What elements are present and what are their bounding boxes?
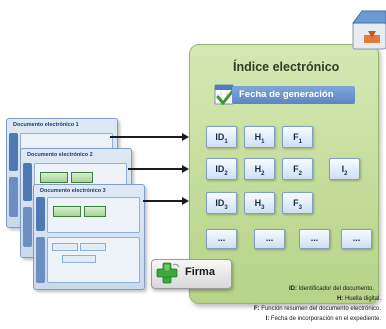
document-content-block bbox=[53, 206, 81, 217]
index-cell-i-2: I2 bbox=[329, 158, 360, 180]
calendar-check-icon bbox=[214, 82, 237, 106]
document-side-tab bbox=[36, 197, 45, 231]
document-side-tab bbox=[23, 207, 32, 247]
document-side-tab bbox=[9, 177, 18, 217]
index-cell-id-1: ID1 bbox=[206, 126, 237, 148]
index-cell-id-3: ID3 bbox=[206, 192, 237, 214]
index-cell-f-2: F2 bbox=[282, 158, 313, 180]
document-3: Documento electrónico 3 bbox=[33, 184, 145, 290]
document-metadata-field bbox=[80, 243, 106, 251]
index-cell-h-3: H3 bbox=[244, 192, 275, 214]
index-cell-f-3: F3 bbox=[282, 192, 313, 214]
document-title: Documento electrónico 2 bbox=[27, 152, 93, 158]
document-side-tab bbox=[9, 133, 18, 171]
index-cell-ellipsis: ... bbox=[254, 229, 285, 249]
index-cell-ellipsis: ... bbox=[206, 229, 237, 249]
document-side-tab bbox=[36, 237, 45, 283]
legend-f: F: Función resumen del documento electró… bbox=[253, 306, 381, 312]
document-title: Documento electrónico 1 bbox=[13, 122, 79, 128]
document-side-tab bbox=[23, 163, 32, 201]
document-title: Documento electrónico 3 bbox=[40, 188, 106, 194]
legend-h: H: Huella digital. bbox=[336, 296, 381, 302]
index-cell-id-2: ID2 bbox=[206, 158, 237, 180]
document-metadata-block bbox=[71, 172, 93, 183]
inbox-tray-icon bbox=[350, 5, 386, 60]
index-cell-f-1: F1 bbox=[282, 126, 313, 148]
document-metadata-area bbox=[47, 237, 140, 283]
document-content-block bbox=[40, 172, 68, 183]
index-cell-ellipsis: ... bbox=[299, 229, 330, 249]
document-metadata-field bbox=[62, 255, 96, 263]
index-cell-ellipsis: ... bbox=[341, 229, 372, 249]
signature-plus-icon bbox=[155, 262, 181, 284]
index-title: Índice electrónico bbox=[233, 60, 340, 74]
generation-date-bar: Fecha de generación bbox=[232, 86, 355, 104]
legend-id: ID: Identificador del documento. bbox=[288, 286, 374, 292]
signature-label: Firma bbox=[185, 266, 215, 278]
document-content bbox=[47, 197, 140, 233]
index-cell-h-1: H1 bbox=[244, 126, 275, 148]
index-cell-h-2: H2 bbox=[244, 158, 275, 180]
document-metadata-field bbox=[52, 243, 78, 251]
legend-i: I: Fecha de incorporación en el expedien… bbox=[265, 316, 381, 322]
document-metadata-block bbox=[84, 206, 106, 217]
